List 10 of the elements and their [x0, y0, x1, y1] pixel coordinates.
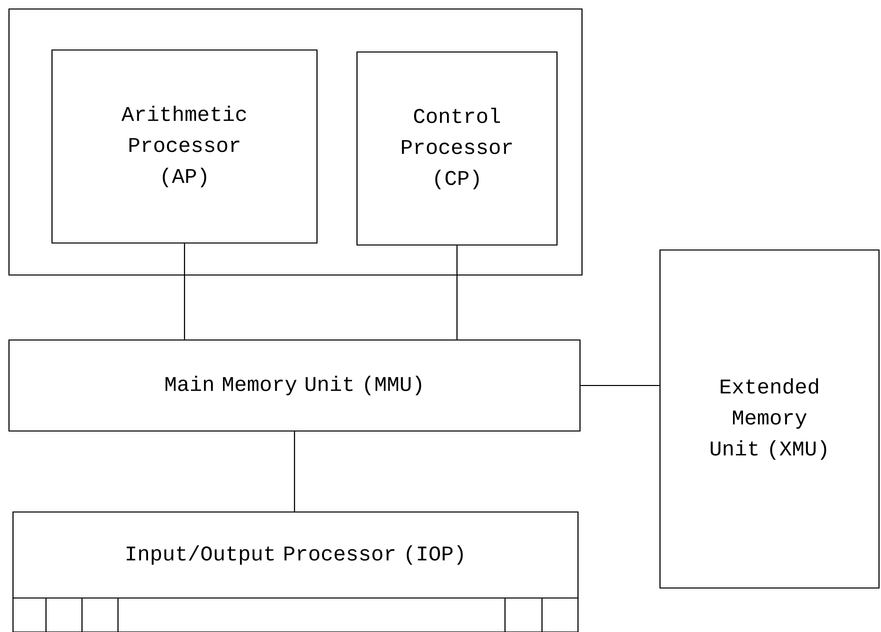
processor-box: Control Processor (CP)	[356, 51, 558, 246]
connector-line	[184, 244, 186, 340]
connector-line	[456, 246, 458, 340]
memory-box: Extended Memory Unit (XMU)	[659, 249, 880, 589]
processor-frame	[8, 8, 583, 276]
connector-line	[294, 432, 296, 512]
processor-box: Input/Output Processor (IOP)	[12, 511, 579, 599]
memory-box: Main Memory Unit (MMU)	[8, 339, 581, 432]
processor-box: Arithmetic Processor (AP)	[51, 49, 318, 244]
connector-line	[580, 384, 660, 386]
